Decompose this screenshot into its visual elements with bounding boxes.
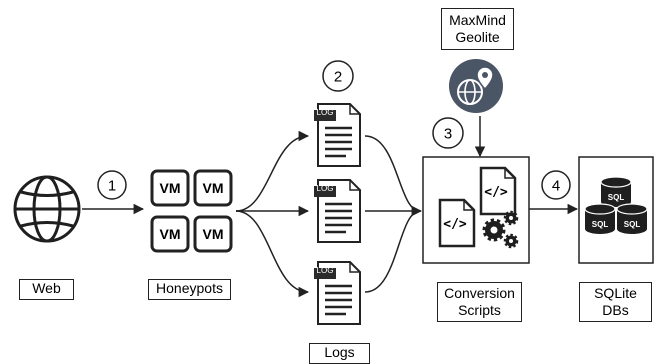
label-web-text: Web bbox=[32, 280, 61, 296]
log-file-icon: LOG bbox=[312, 102, 362, 168]
arrow-to-log-1 bbox=[235, 130, 310, 212]
step-badge-2: 2 bbox=[322, 60, 354, 92]
svg-text:VM: VM bbox=[160, 226, 181, 242]
svg-text:SQL: SQL bbox=[592, 220, 609, 229]
svg-text:VM: VM bbox=[203, 226, 224, 242]
label-maxmind-line2: Geolite bbox=[455, 29, 500, 45]
label-honeypots: Honeypots bbox=[148, 279, 231, 300]
log-file-icon: LOG bbox=[312, 260, 362, 326]
step-number-2: 2 bbox=[334, 69, 342, 86]
svg-text:LOG: LOG bbox=[317, 266, 334, 275]
label-conversion-line1: Conversion bbox=[444, 285, 515, 301]
arrow-log-3-to-scripts bbox=[364, 210, 421, 293]
code-file-icon: </> bbox=[479, 166, 517, 216]
label-sqlite-dbs: SQLite DBs bbox=[579, 282, 652, 322]
database-icon: SQL bbox=[616, 203, 648, 235]
label-conversion-scripts: Conversion Scripts bbox=[437, 282, 522, 322]
label-conversion-line2: Scripts bbox=[458, 302, 501, 318]
svg-text:LOG: LOG bbox=[317, 108, 334, 117]
gears-icon bbox=[482, 210, 519, 249]
web-globe-icon bbox=[13, 175, 81, 243]
step-badge-4: 4 bbox=[541, 170, 571, 200]
svg-text:SQL: SQL bbox=[624, 220, 641, 229]
label-maxmind-line1: MaxMind bbox=[449, 12, 506, 28]
label-logs: Logs bbox=[309, 343, 370, 364]
step-number-3: 3 bbox=[444, 126, 452, 143]
step-number-1: 1 bbox=[108, 178, 116, 195]
label-maxmind-geolite: MaxMind Geolite bbox=[441, 8, 514, 50]
database-icon: SQL bbox=[600, 176, 632, 208]
svg-text:VM: VM bbox=[160, 180, 181, 196]
vm-icon: VM bbox=[193, 215, 233, 253]
svg-text:VM: VM bbox=[203, 180, 224, 196]
label-sqlite-line2: DBs bbox=[602, 302, 629, 318]
code-file-icon: </> bbox=[438, 198, 476, 248]
step-badge-3: 3 bbox=[432, 117, 464, 149]
svg-text:</>: </> bbox=[443, 217, 467, 232]
label-sqlite-line1: SQLite bbox=[594, 285, 637, 301]
geolocation-globe-icon bbox=[449, 59, 503, 113]
vm-icon: VM bbox=[150, 169, 190, 207]
svg-text:LOG: LOG bbox=[317, 184, 334, 193]
svg-text:SQL: SQL bbox=[608, 193, 625, 202]
label-honeypots-text: Honeypots bbox=[156, 280, 223, 296]
vm-icon: VM bbox=[193, 169, 233, 207]
log-file-icon: LOG bbox=[312, 178, 362, 244]
arrow-log-1-to-scripts bbox=[364, 135, 421, 212]
label-logs-text: Logs bbox=[324, 344, 355, 360]
step-badge-1: 1 bbox=[97, 170, 127, 200]
svg-text:</>: </> bbox=[484, 185, 508, 200]
label-web: Web bbox=[19, 279, 74, 300]
vm-icon: VM bbox=[150, 215, 190, 253]
arrow-to-log-3 bbox=[235, 210, 310, 298]
step-number-4: 4 bbox=[552, 178, 560, 195]
database-icon: SQL bbox=[584, 203, 616, 235]
